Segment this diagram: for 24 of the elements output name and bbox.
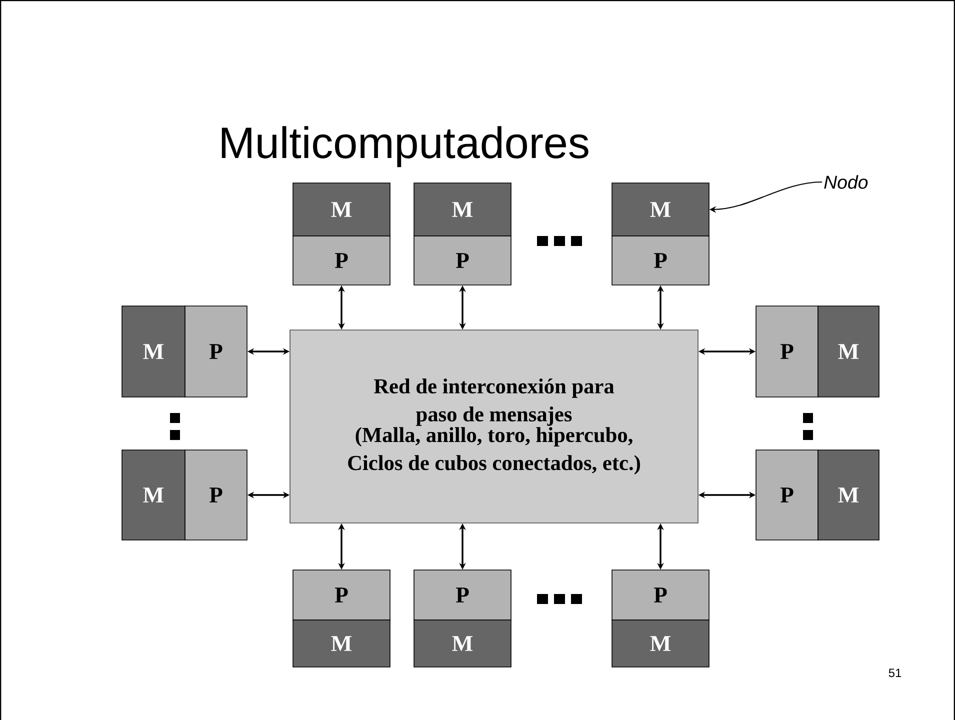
memory-cell: M	[292, 182, 390, 236]
processor-cell: P	[414, 236, 512, 286]
processor-cell: P	[612, 236, 710, 286]
processor-cell: P	[612, 570, 710, 620]
processor-cell: P	[756, 450, 818, 540]
memory-cell: M	[612, 182, 710, 236]
processor-cell: P	[184, 450, 248, 540]
memory-cell: M	[414, 182, 512, 236]
page-number: 51	[888, 668, 902, 678]
memory-cell: M	[818, 306, 880, 398]
network-box: Red de interconexión para paso de mensajes (Malla, anillo, toro, hipercubo, Ciclos de cubos conectados, etc.)	[290, 330, 698, 524]
memory-cell: M	[292, 620, 390, 668]
processor-cell: P	[414, 570, 512, 620]
memory-cell: M	[122, 450, 186, 540]
processor-cell: P	[292, 570, 390, 620]
memory-cell: M	[414, 620, 512, 668]
memory-cell: M	[612, 620, 710, 668]
memory-cell: M	[122, 306, 186, 398]
memory-cell: M	[818, 450, 880, 540]
processor-cell: P	[184, 306, 248, 398]
slide-title: Multicomputadores	[222, 126, 588, 168]
node-label: Nodo	[824, 175, 868, 189]
processor-cell: P	[292, 236, 390, 286]
processor-cell: P	[756, 306, 818, 398]
